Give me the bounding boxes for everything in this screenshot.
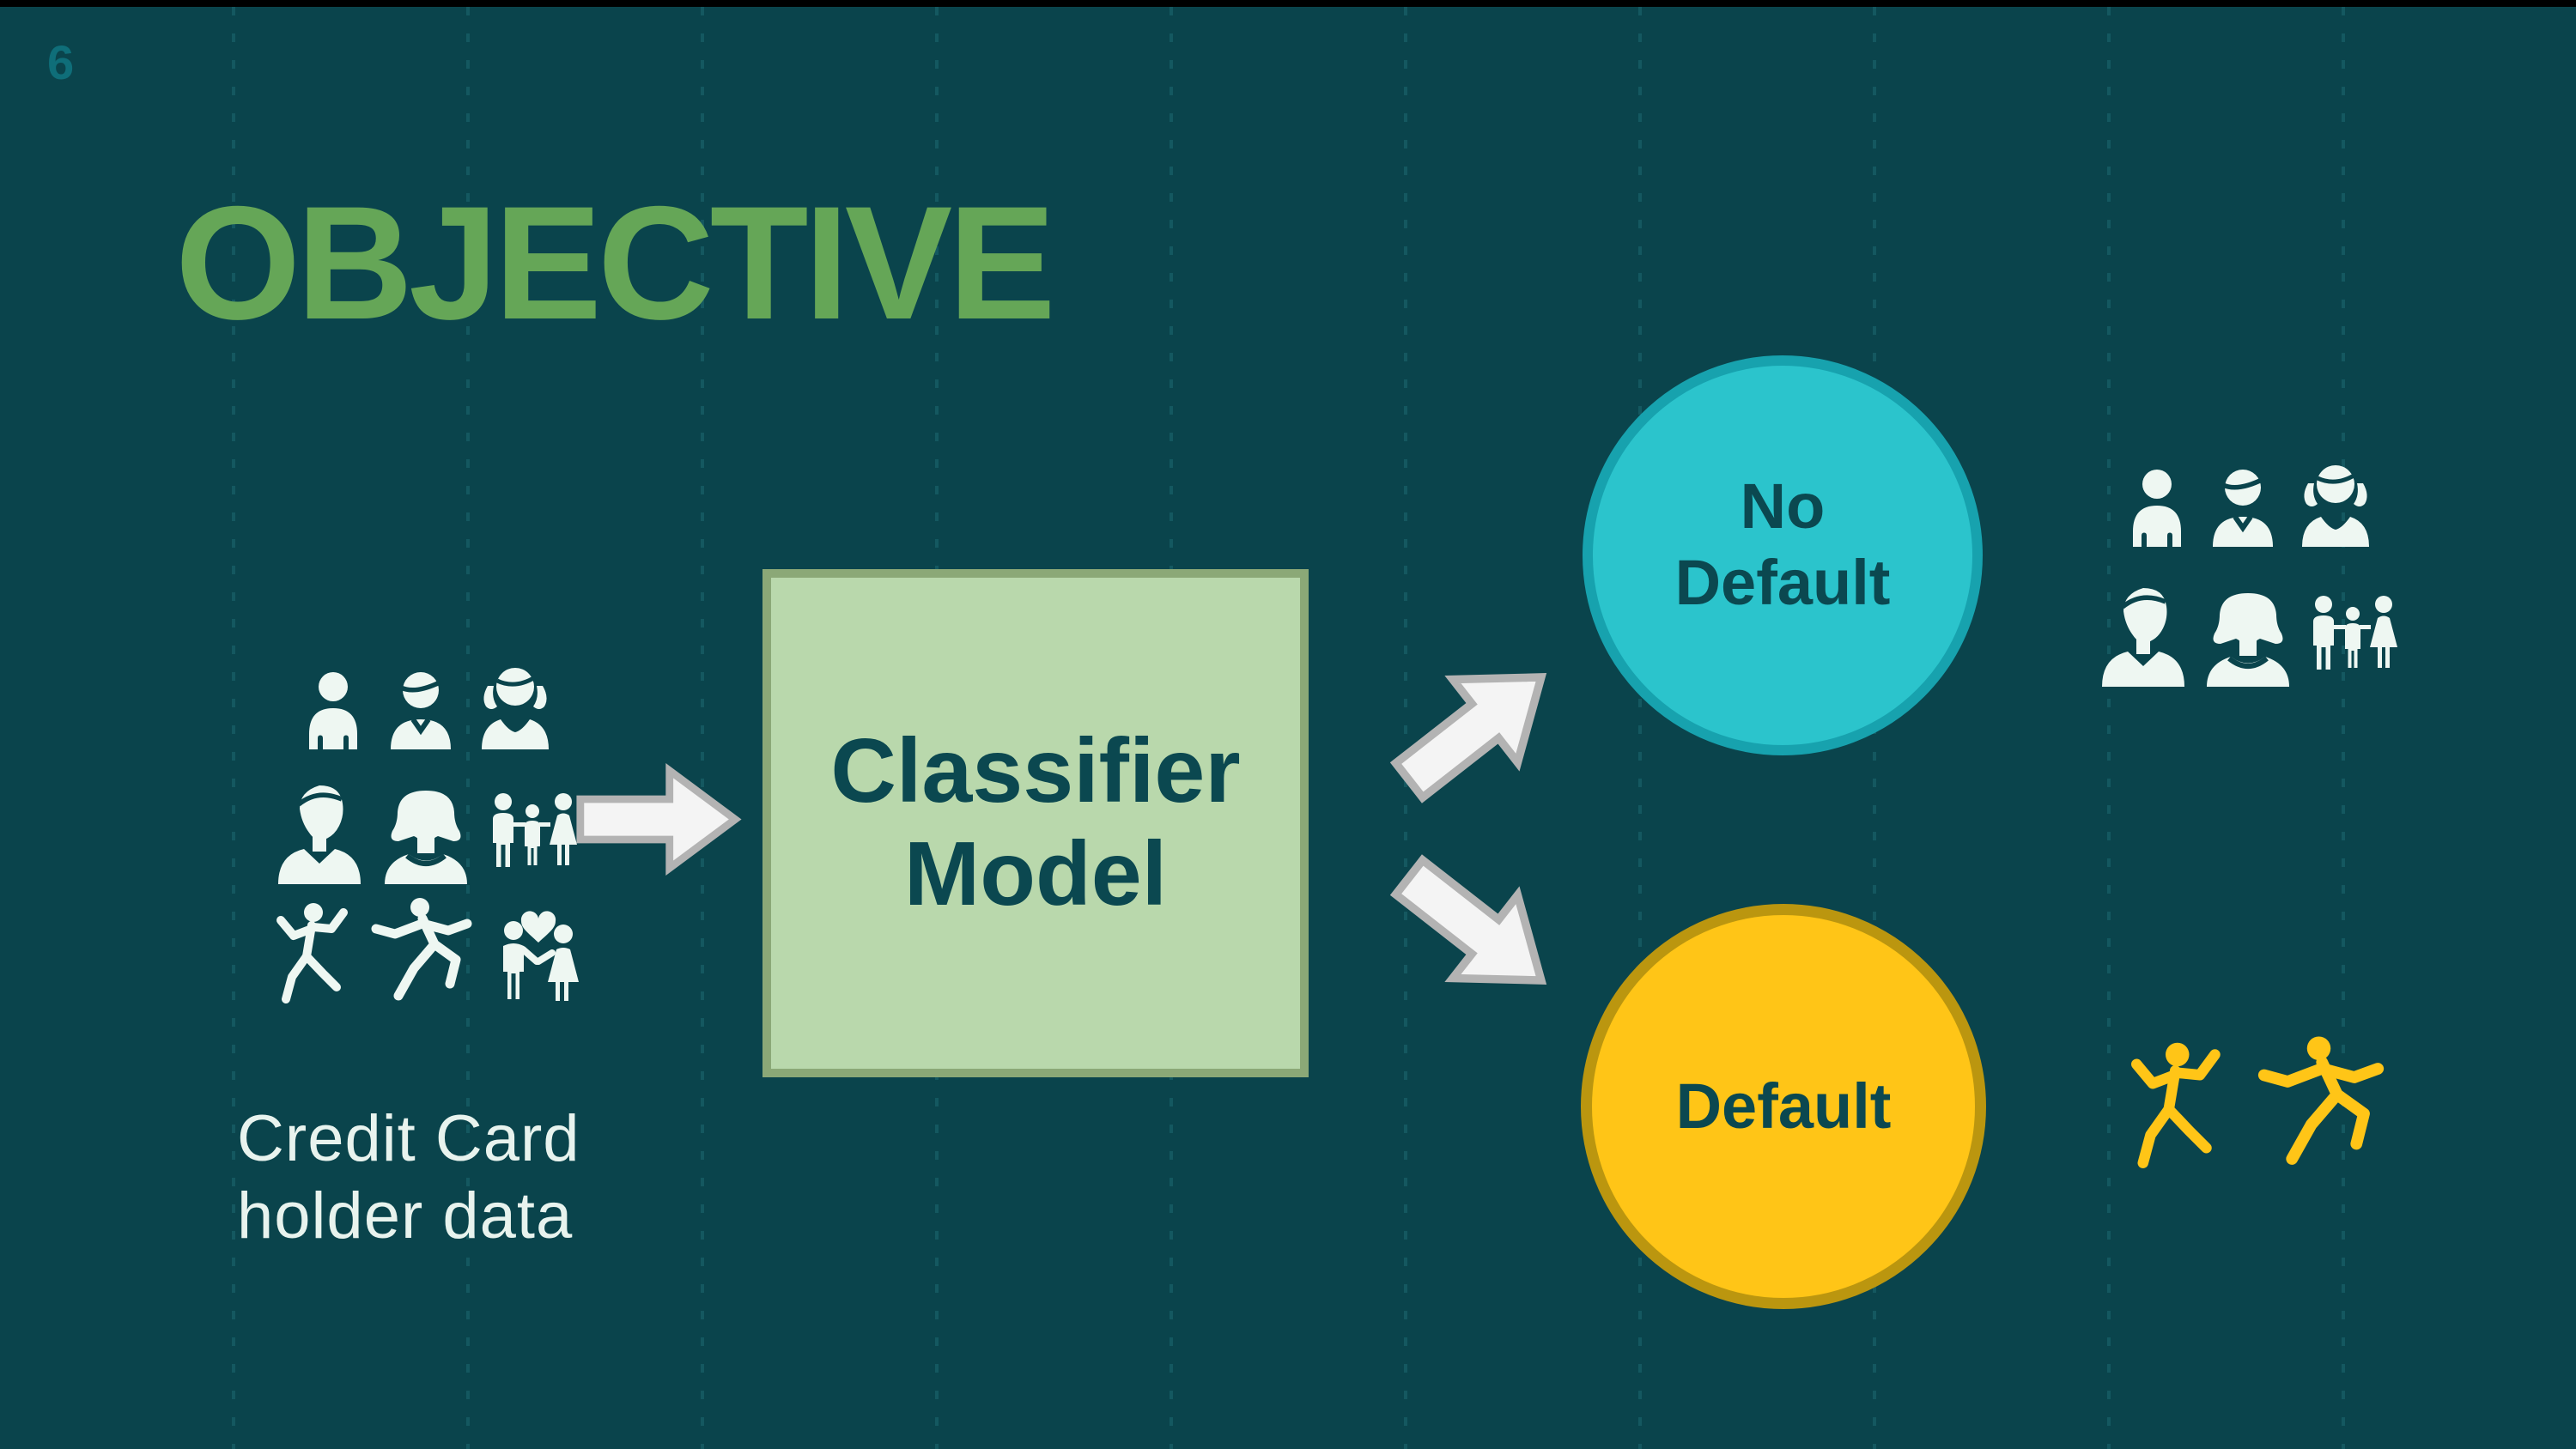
grid-guide-line: [232, 7, 235, 1449]
man-icon: [2100, 585, 2186, 687]
classifier-label-line-1: Classifier: [830, 720, 1241, 822]
default-circle: Default: [1581, 904, 1986, 1309]
classifier-label-line-2: Model: [903, 823, 1168, 925]
girl-icon: [477, 664, 553, 749]
grid-guide-line: [2107, 7, 2111, 1449]
grid-guide-line: [701, 7, 704, 1449]
page-title: OBJECTIVE: [175, 173, 1056, 353]
credit-card-holder-icons: [268, 664, 587, 1006]
woman-icon: [385, 788, 467, 884]
grid-guide-line: [2342, 7, 2345, 1449]
icon-row: [2114, 1034, 2397, 1172]
no-default-label-line-1: No: [1740, 470, 1826, 543]
person-icon: [302, 670, 364, 749]
dancer-icon: [273, 901, 349, 1006]
icon-row: [2095, 461, 2404, 547]
grid-guide-line: [1404, 7, 1407, 1449]
icon-row: [268, 664, 587, 749]
grid-guide-line: [1638, 7, 1642, 1449]
family-icon: [2310, 594, 2399, 687]
grid-guide-line: [466, 7, 470, 1449]
boy-icon: [386, 667, 455, 749]
woman-icon: [2207, 591, 2289, 687]
runner-icon: [371, 896, 472, 1006]
icon-row: [268, 896, 587, 1006]
man-icon: [276, 783, 362, 884]
no-default-population-icons: [2095, 461, 2404, 687]
person-icon: [2126, 468, 2188, 547]
family-icon: [489, 791, 579, 884]
boy-icon: [2208, 464, 2277, 547]
no-default-circle: No Default: [1583, 355, 1983, 755]
girl-icon: [2298, 461, 2373, 547]
runner-icon: [2257, 1034, 2385, 1172]
input-caption: Credit Card holder data: [237, 1100, 580, 1254]
classifier-model-box: Classifier Model: [762, 569, 1309, 1077]
caption-line-1: Credit Card: [237, 1102, 580, 1175]
top-border-bar: [0, 0, 2576, 7]
couple-icon: [495, 903, 582, 1006]
caption-line-2: holder data: [237, 1179, 574, 1252]
no-default-label-line-2: Default: [1674, 547, 1891, 618]
default-population-icons: [2114, 1034, 2397, 1172]
icon-row: [2095, 585, 2404, 687]
input-arrow-icon: [574, 761, 742, 878]
no-default-label: No Default: [1675, 469, 1891, 621]
icon-row: [268, 783, 587, 884]
arrow-to-default-icon: [1364, 822, 1586, 1034]
arrow-to-no-default-icon: [1364, 622, 1586, 834]
page-number: 6: [47, 35, 75, 89]
default-label: Default: [1675, 1070, 1892, 1142]
dancer-icon: [2127, 1040, 2221, 1172]
